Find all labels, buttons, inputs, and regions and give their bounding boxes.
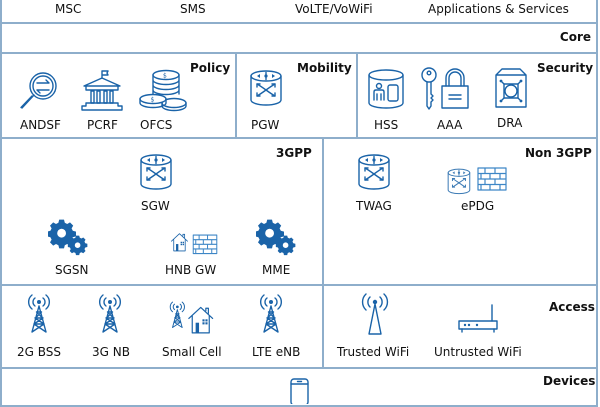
cell-tower-icon xyxy=(25,292,53,334)
wifi-antenna-icon xyxy=(358,292,392,336)
routing-agent-box-icon xyxy=(494,67,528,109)
node-label-dra: DRA xyxy=(497,116,523,130)
svg-text:$: $ xyxy=(151,97,155,104)
magnifier-exchange-icon xyxy=(18,70,60,114)
top-item-msc: MSC xyxy=(55,2,82,16)
node-label-2g-bss: 2G BSS xyxy=(17,345,62,359)
security-title: Security xyxy=(537,61,594,75)
node-label-3g-nb: 3G NB xyxy=(92,345,130,359)
router-firewall-icon xyxy=(446,167,508,195)
node-label-pgw: PGW xyxy=(251,118,280,132)
house-firewall-icon xyxy=(163,232,225,258)
mobility-title: Mobility xyxy=(297,61,352,75)
node-label-epdg: ePDG xyxy=(461,199,495,213)
node-label-sgw: SGW xyxy=(141,199,170,213)
node-label-trusted-wifi: Trusted WiFi xyxy=(337,345,410,359)
gears-icon xyxy=(48,218,100,258)
government-building-icon xyxy=(80,68,124,112)
node-label-twag: TWAG xyxy=(356,199,392,213)
node-label-aaa: AAA xyxy=(437,118,463,132)
node-label-lte-enb: LTE eNB xyxy=(252,345,301,359)
node-label-hnb-gw: HNB GW xyxy=(165,263,217,277)
devices-title: Devices xyxy=(543,374,596,388)
top-item-sms: SMS xyxy=(180,2,206,16)
node-label-untrusted-wifi: Untrusted WiFi xyxy=(434,345,522,359)
gears-icon xyxy=(256,218,308,258)
wifi-router-icon xyxy=(456,303,500,335)
top-item-volte: VoLTE/VoWiFi xyxy=(295,2,373,16)
cell-tower-icon xyxy=(96,292,124,334)
3gpp-title: 3GPP xyxy=(276,146,312,160)
key-lock-icon xyxy=(420,66,476,112)
mobility-section xyxy=(235,52,358,139)
database-user-device-icon xyxy=(366,68,406,110)
router-cylinder-icon xyxy=(248,68,284,108)
cell-tower-icon xyxy=(257,292,285,334)
node-label-hss: HSS xyxy=(374,118,399,132)
node-label-mme: MME xyxy=(262,263,291,277)
router-cylinder-icon xyxy=(356,152,392,192)
router-cylinder-icon xyxy=(138,152,174,192)
access-section-non-3gpp xyxy=(322,284,598,369)
non-3gpp-title: Non 3GPP xyxy=(525,146,592,160)
access-title: Access xyxy=(549,300,595,314)
smartphone-icon xyxy=(289,378,311,404)
node-label-sgsn: SGSN xyxy=(55,263,89,277)
node-label-ofcs: OFCS xyxy=(140,118,173,132)
policy-title: Policy xyxy=(190,61,231,75)
top-item-applications: Applications & Services xyxy=(428,2,569,16)
node-label-small-cell: Small Cell xyxy=(162,345,222,359)
core-title: Core xyxy=(559,30,591,44)
core-section xyxy=(0,22,598,54)
node-label-pcrf: PCRF xyxy=(87,118,118,132)
coins-stack-icon: $ $ xyxy=(138,68,188,114)
svg-text:$: $ xyxy=(163,73,167,80)
node-label-andsf: ANDSF xyxy=(20,118,61,132)
security-section xyxy=(356,52,598,139)
cell-tower-house-icon xyxy=(162,300,222,334)
